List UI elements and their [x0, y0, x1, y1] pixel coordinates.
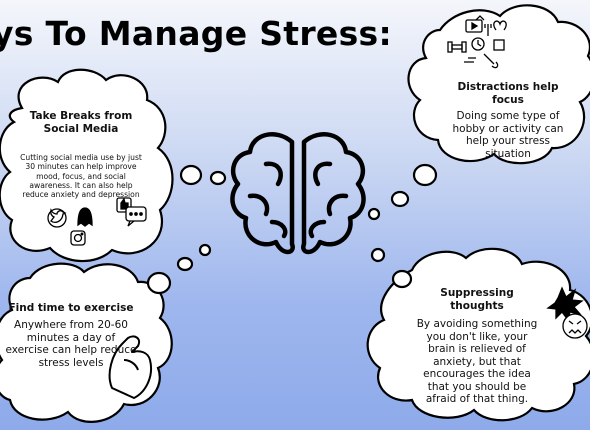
thought-bubble: [390, 190, 410, 208]
social-media-body: Cutting social media use by just 30 minu…: [20, 153, 142, 200]
thought-bubble: [146, 271, 172, 295]
hobby-activities-icon: [447, 15, 507, 69]
flexed-arm-icon: [108, 335, 152, 399]
distractions-body: Doing some type of hobby or activity can…: [452, 110, 564, 160]
exercise-cloud: [0, 262, 173, 423]
thought-bubble: [412, 163, 438, 187]
thought-bubble: [179, 164, 203, 186]
suppressing-body: By avoiding something you don't like, yo…: [416, 318, 538, 405]
brain-icon: [230, 132, 366, 255]
distractions-text: Distractions help focus Doing some type …: [450, 81, 566, 160]
suppressing-text: Suppressing thoughts By avoiding somethi…: [412, 287, 542, 406]
thought-bubble: [391, 269, 413, 289]
thought-bubble: [370, 247, 386, 263]
social-media-text: Take Breaks from Social Media Cutting so…: [17, 110, 145, 199]
social-media-heading: Take Breaks from Social Media: [29, 110, 133, 135]
thought-bubble: [367, 207, 381, 221]
suppressing-heading: Suppressing thoughts: [440, 287, 514, 312]
exercise-heading: Find time to exercise: [8, 302, 134, 314]
stressed-face-icon: [546, 286, 588, 339]
thought-bubble: [198, 243, 212, 257]
exercise-text: Find time to exercise Anywhere from 20-6…: [4, 302, 138, 369]
suppressing-cloud: [366, 247, 590, 422]
thought-bubble: [209, 170, 227, 186]
distractions-heading: Distractions help focus: [457, 81, 559, 106]
exercise-body: Anywhere from 20-60 minutes a day of exe…: [5, 319, 137, 369]
twitter-bird-icon: [47, 208, 67, 228]
snapchat-ghost-icon: [77, 207, 93, 227]
thought-bubble: [176, 256, 194, 272]
instagram-icon: [70, 230, 86, 246]
chat-bubble-icon: [125, 206, 147, 227]
page-title: ys To Manage Stress:: [0, 14, 392, 53]
